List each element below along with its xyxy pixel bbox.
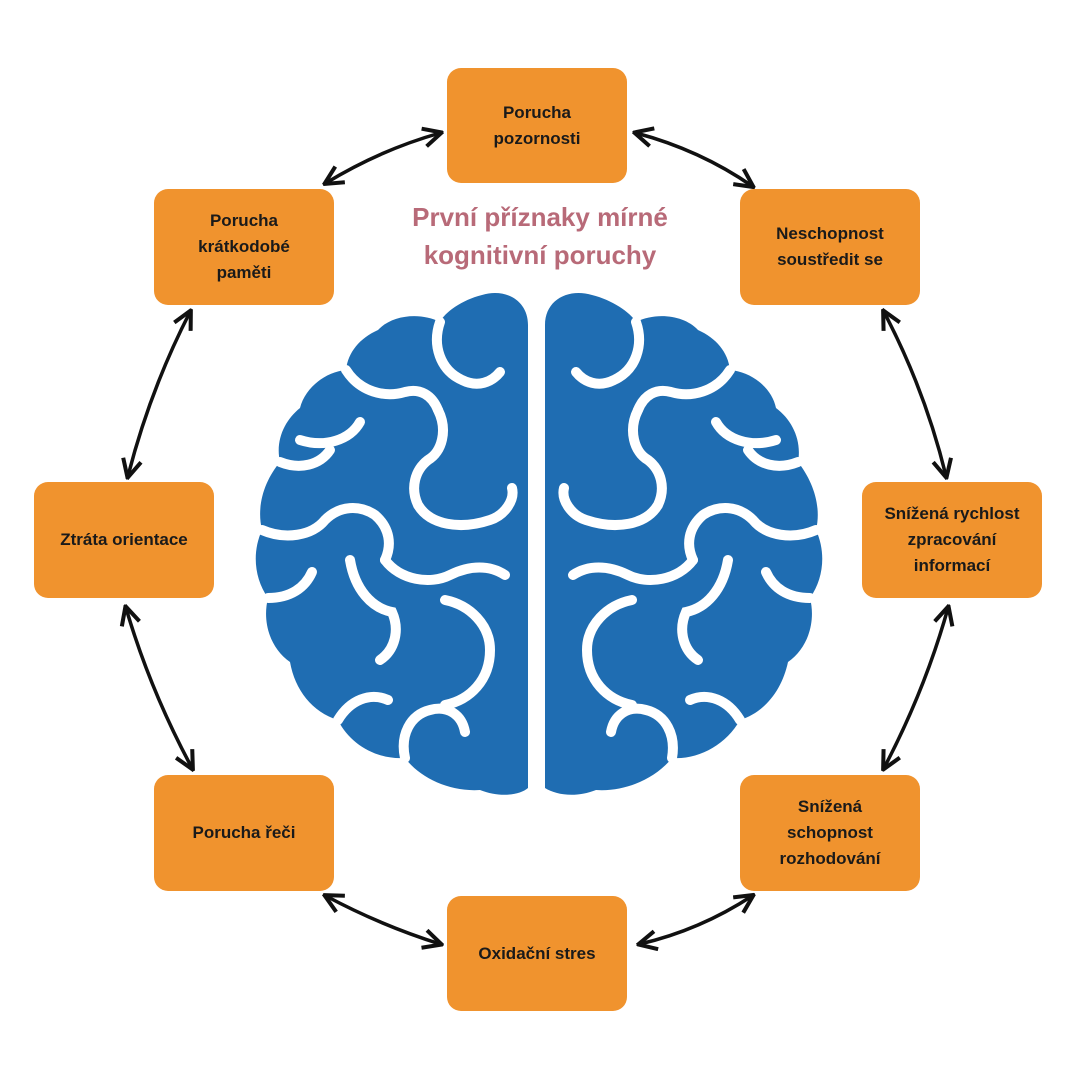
node-label: Oxidační stres <box>478 943 596 963</box>
diagram-title: První příznaky mírné kognitivní poruchy <box>412 202 668 270</box>
node-reduced-processing-speed: Snížená rychlost zpracování informací <box>862 482 1042 598</box>
node-reduced-decision-making: Snížená schopnost rozhodování <box>740 775 920 891</box>
node-label: Snížená rychlost zpracování informací <box>884 504 1020 575</box>
double-arrow-icon <box>326 133 440 183</box>
double-arrow-icon <box>640 896 752 944</box>
double-arrow-icon <box>126 608 192 768</box>
double-arrow-icon <box>326 896 440 944</box>
double-arrow-icon <box>128 312 190 476</box>
node-inability-to-concentrate: Neschopnost soustředit se <box>740 189 920 305</box>
node-attention-disorder: Porucha pozornosti <box>447 68 627 183</box>
node-label: Porucha pozornosti <box>493 102 581 148</box>
node-speech-disorder: Porucha řeči <box>154 775 334 891</box>
double-arrow-icon <box>636 133 752 186</box>
connector-arrows <box>126 133 948 944</box>
node-label: Porucha řeči <box>192 823 296 842</box>
brain-icon <box>255 293 823 795</box>
node-label: Neschopnost soustředit se <box>776 224 884 269</box>
double-arrow-icon <box>884 608 948 768</box>
node-label: Ztráta orientace <box>60 530 188 549</box>
node-oxidative-stress: Oxidační stres <box>447 896 627 1011</box>
node-label: Snížená schopnost rozhodování <box>779 797 881 868</box>
node-loss-of-orientation: Ztráta orientace <box>34 482 214 598</box>
node-label: Porucha krátkodobé paměti <box>198 211 290 282</box>
double-arrow-icon <box>884 312 946 476</box>
node-short-term-memory-disorder: Porucha krátkodobé paměti <box>154 189 334 305</box>
